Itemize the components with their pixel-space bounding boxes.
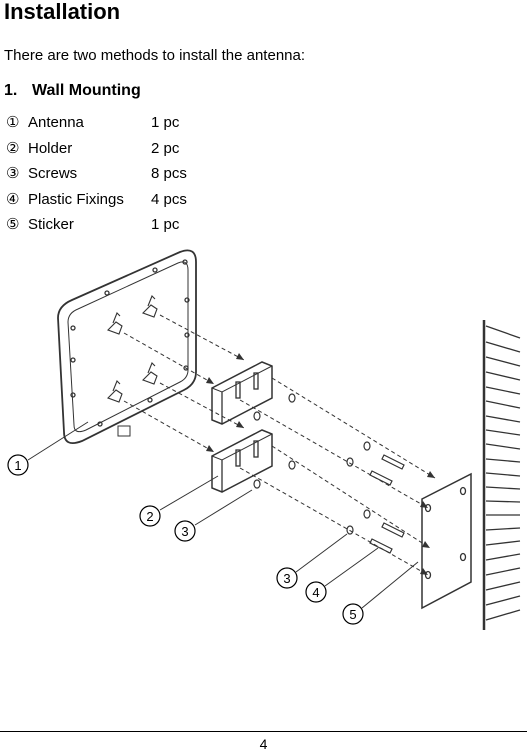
- part-item: ⑤ Sticker 1 pc: [6, 216, 211, 242]
- callout-2-label: 2: [146, 509, 153, 524]
- part-marker: ②: [6, 139, 20, 157]
- antenna: [57, 249, 197, 444]
- section-title-text: Wall Mounting: [32, 82, 141, 99]
- part-name: Screws: [28, 165, 78, 183]
- part-item: ③ Screws 8 pcs: [6, 165, 211, 191]
- callout-3-lower-label: 3: [283, 571, 290, 586]
- intro-text: There are two methods to install the ant…: [4, 47, 306, 64]
- part-item: ④ Plastic Fixings 4 pcs: [6, 191, 211, 217]
- part-quantity: 1 pc: [151, 114, 180, 131]
- section-heading: 1. Wall Mounting: [4, 81, 141, 101]
- part-name: Sticker: [28, 216, 74, 234]
- screws-and-fixings: [253, 393, 405, 554]
- callout-5: 5: [342, 603, 364, 625]
- part-marker: ④: [6, 190, 20, 208]
- parts-list: ① Antenna 1 pc ② Holder 2 pc ③ Screws 8 …: [6, 114, 211, 242]
- part-name: Holder: [28, 139, 73, 157]
- page-number: 4: [259, 736, 268, 752]
- callout-leaders: [27, 421, 419, 609]
- section-number: 1.: [4, 82, 18, 99]
- alignment-lines: [123, 314, 436, 576]
- callout-1: 1: [7, 454, 29, 476]
- callout-3-lower: 3: [276, 567, 298, 589]
- part-marker: ①: [6, 114, 20, 131]
- part-quantity: 4 pcs: [151, 190, 187, 208]
- callout-4: 4: [305, 581, 327, 603]
- part-quantity: 1 pc: [151, 216, 180, 234]
- part-marker: ③: [6, 165, 20, 183]
- callout-3-upper: 3: [174, 520, 196, 542]
- wall-mounting-diagram: 1 2 3 3 4 5: [7, 249, 521, 630]
- part-marker: ⑤: [6, 216, 20, 234]
- page-title: Installation: [4, 0, 121, 24]
- part-item: ② Holder 2 pc: [6, 140, 211, 166]
- arrowheads: [206, 353, 435, 575]
- part-quantity: 2 pc: [151, 139, 180, 157]
- part-name: Plastic Fixings: [28, 190, 124, 208]
- callout-4-label: 4: [312, 585, 319, 600]
- callout-1-label: 1: [14, 458, 21, 473]
- callout-5-label: 5: [349, 607, 356, 622]
- holder-lower: [211, 429, 273, 493]
- callout-3-upper-label: 3: [181, 524, 188, 539]
- antenna-studs: [107, 295, 158, 403]
- holder-upper: [211, 361, 273, 425]
- part-item: ① Antenna 1 pc: [6, 114, 211, 140]
- part-quantity: 8 pcs: [151, 165, 187, 183]
- callout-2: 2: [139, 505, 161, 527]
- sticker-plate: [421, 472, 472, 610]
- part-name: Antenna: [28, 114, 84, 131]
- wall-hatching: [482, 320, 521, 630]
- footer-rule: [0, 731, 527, 732]
